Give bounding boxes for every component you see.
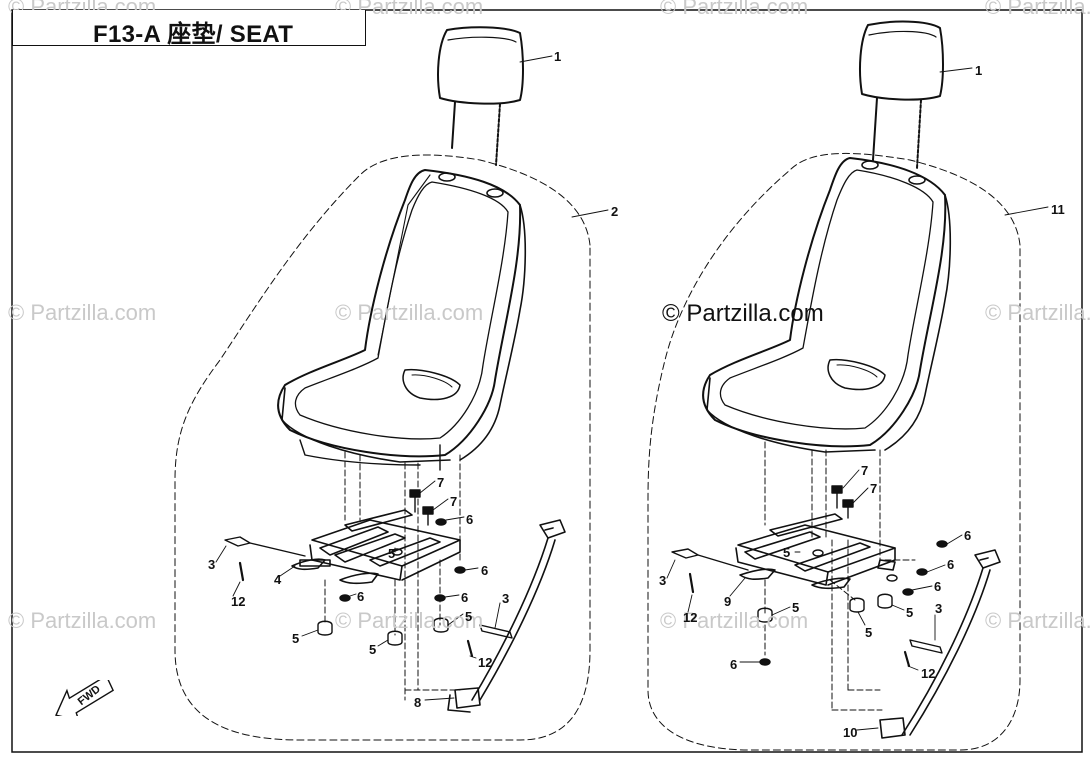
left-assembly-outline <box>174 154 591 741</box>
left-seat-belt <box>447 519 566 713</box>
part-callout: 5 <box>792 600 800 615</box>
left-seat-shell <box>277 169 527 471</box>
part-callout: 1 <box>554 49 562 64</box>
part-callout: 12 <box>231 594 246 609</box>
left-fasteners <box>317 489 466 646</box>
watermark-text: © Partzilla.com <box>335 0 484 19</box>
part-callout: 7 <box>861 463 869 478</box>
part-callout: 3 <box>935 601 943 616</box>
part-callout: 6 <box>466 512 474 527</box>
part-callout: 12 <box>921 666 936 681</box>
left-mount-lines <box>324 451 461 701</box>
right-seat-assembly <box>647 20 1049 751</box>
watermark-text: © Partzilla.com <box>660 608 809 633</box>
part-callout: 6 <box>964 528 972 543</box>
watermark-text: © Partzilla.com <box>985 0 1090 19</box>
part-callout: 5 <box>292 631 300 646</box>
part-callout: 1 <box>975 63 983 78</box>
watermark-text: © Partzilla.com <box>985 300 1090 325</box>
part-callout: 5 <box>465 609 473 624</box>
watermark-text: © Partzilla.com <box>335 608 484 633</box>
watermark-text: © Partzilla.com <box>8 300 157 325</box>
left-seat-frame <box>291 509 461 585</box>
part-callout: 9 <box>724 594 732 609</box>
watermark-text: © Partzilla.com <box>335 300 484 325</box>
left-release-handle <box>224 536 513 658</box>
part-callout: 5 <box>906 605 914 620</box>
part-callout: 5 <box>369 642 377 657</box>
part-callout: 8 <box>414 695 422 710</box>
part-callout: 5 <box>388 546 396 561</box>
right-assembly-outline <box>647 152 1021 751</box>
part-callout: 6 <box>934 579 942 594</box>
page-title: F13-A 座垫/ SEAT <box>93 21 294 48</box>
right-mount-lines <box>764 441 916 711</box>
right-leader-lines <box>666 67 1049 731</box>
watermark-text: © Partzilla.com <box>985 608 1090 633</box>
right-seat-shell <box>702 157 952 453</box>
diagram-border <box>11 9 1083 753</box>
title-box: F13-A 座垫/ SEAT <box>12 10 366 48</box>
part-callout: 12 <box>683 610 698 625</box>
part-callout: 6 <box>730 657 738 672</box>
part-callout: 7 <box>870 481 878 496</box>
part-callout: 4 <box>274 572 282 587</box>
part-callout: 6 <box>357 589 365 604</box>
part-callout: 5 <box>865 625 873 640</box>
watermark-text: © Partzilla.com <box>8 608 157 633</box>
part-callout: 7 <box>437 475 445 490</box>
left-headrest <box>437 26 524 166</box>
right-release-handle <box>671 548 943 668</box>
part-callout: 10 <box>843 725 858 740</box>
part-callout: 3 <box>502 591 510 606</box>
part-callout: 6 <box>461 590 469 605</box>
left-leader-lines <box>215 55 609 701</box>
part-callout: 12 <box>478 655 493 670</box>
part-callout: 3 <box>659 573 667 588</box>
right-headrest <box>859 20 944 169</box>
part-callout: 3 <box>208 557 216 572</box>
part-callout: 6 <box>481 563 489 578</box>
part-callout: 2 <box>611 204 619 219</box>
fwd-arrow-icon: FWD <box>55 680 115 716</box>
part-callout: 5 <box>783 545 791 560</box>
watermark-text: © Partzilla.com <box>660 0 809 19</box>
part-callout: 6 <box>947 557 955 572</box>
left-seat-assembly <box>174 26 609 741</box>
watermark-main: © Partzilla.com <box>662 300 824 327</box>
part-callout: 7 <box>450 494 458 509</box>
right-seat-belt <box>879 549 1001 739</box>
part-callout: 11 <box>1051 202 1065 217</box>
right-seat-frame <box>735 513 896 590</box>
